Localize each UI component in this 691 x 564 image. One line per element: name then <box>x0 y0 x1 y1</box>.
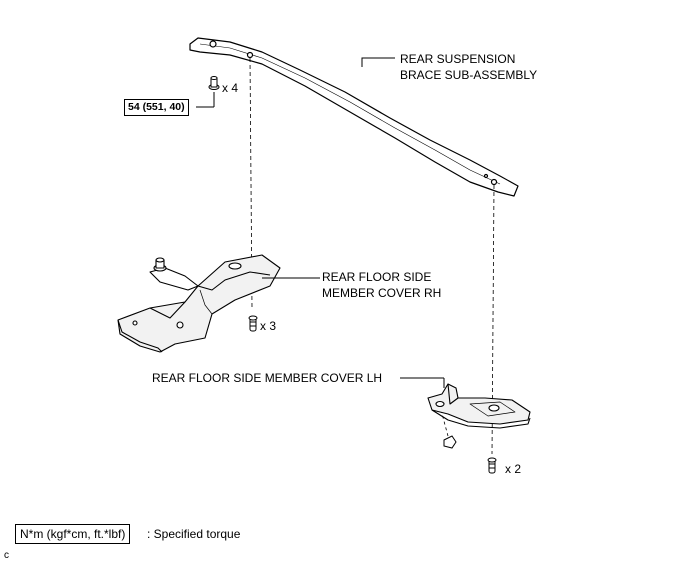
label-cover-rh-line-2: MEMBER COVER RH <box>322 286 442 300</box>
cover-lh-part <box>427 383 531 429</box>
rear-suspension-brace <box>189 37 519 197</box>
label-cover-lh: REAR FLOOR SIDE MEMBER COVER LH <box>152 371 383 385</box>
legend-torque-box: N*m (kgf*cm, ft.*lbf) <box>15 524 131 544</box>
cover-lh-bolt-icon <box>487 457 497 474</box>
cover-lh-nut-icon <box>443 435 457 449</box>
label-cover-rh-line-1: REAR FLOOR SIDE <box>322 270 432 284</box>
cover-rh-part <box>117 254 281 353</box>
quantity-lh-bolt: x 2 <box>505 462 522 476</box>
brace-bolt-icon <box>208 76 220 90</box>
quantity-brace-bolt: x 4 <box>222 81 239 95</box>
label-brace-line-2: BRACE SUB-ASSEMBLY <box>400 68 538 82</box>
label-brace-line-1: REAR SUSPENSION <box>400 52 516 66</box>
figure-code: c <box>4 550 9 561</box>
cover-rh-bolt-icon <box>248 315 258 332</box>
torque-box: 54 (551, 40) <box>124 99 189 116</box>
quantity-rh-bolt: x 3 <box>260 319 277 333</box>
legend-description: : Specified torque <box>147 527 241 541</box>
